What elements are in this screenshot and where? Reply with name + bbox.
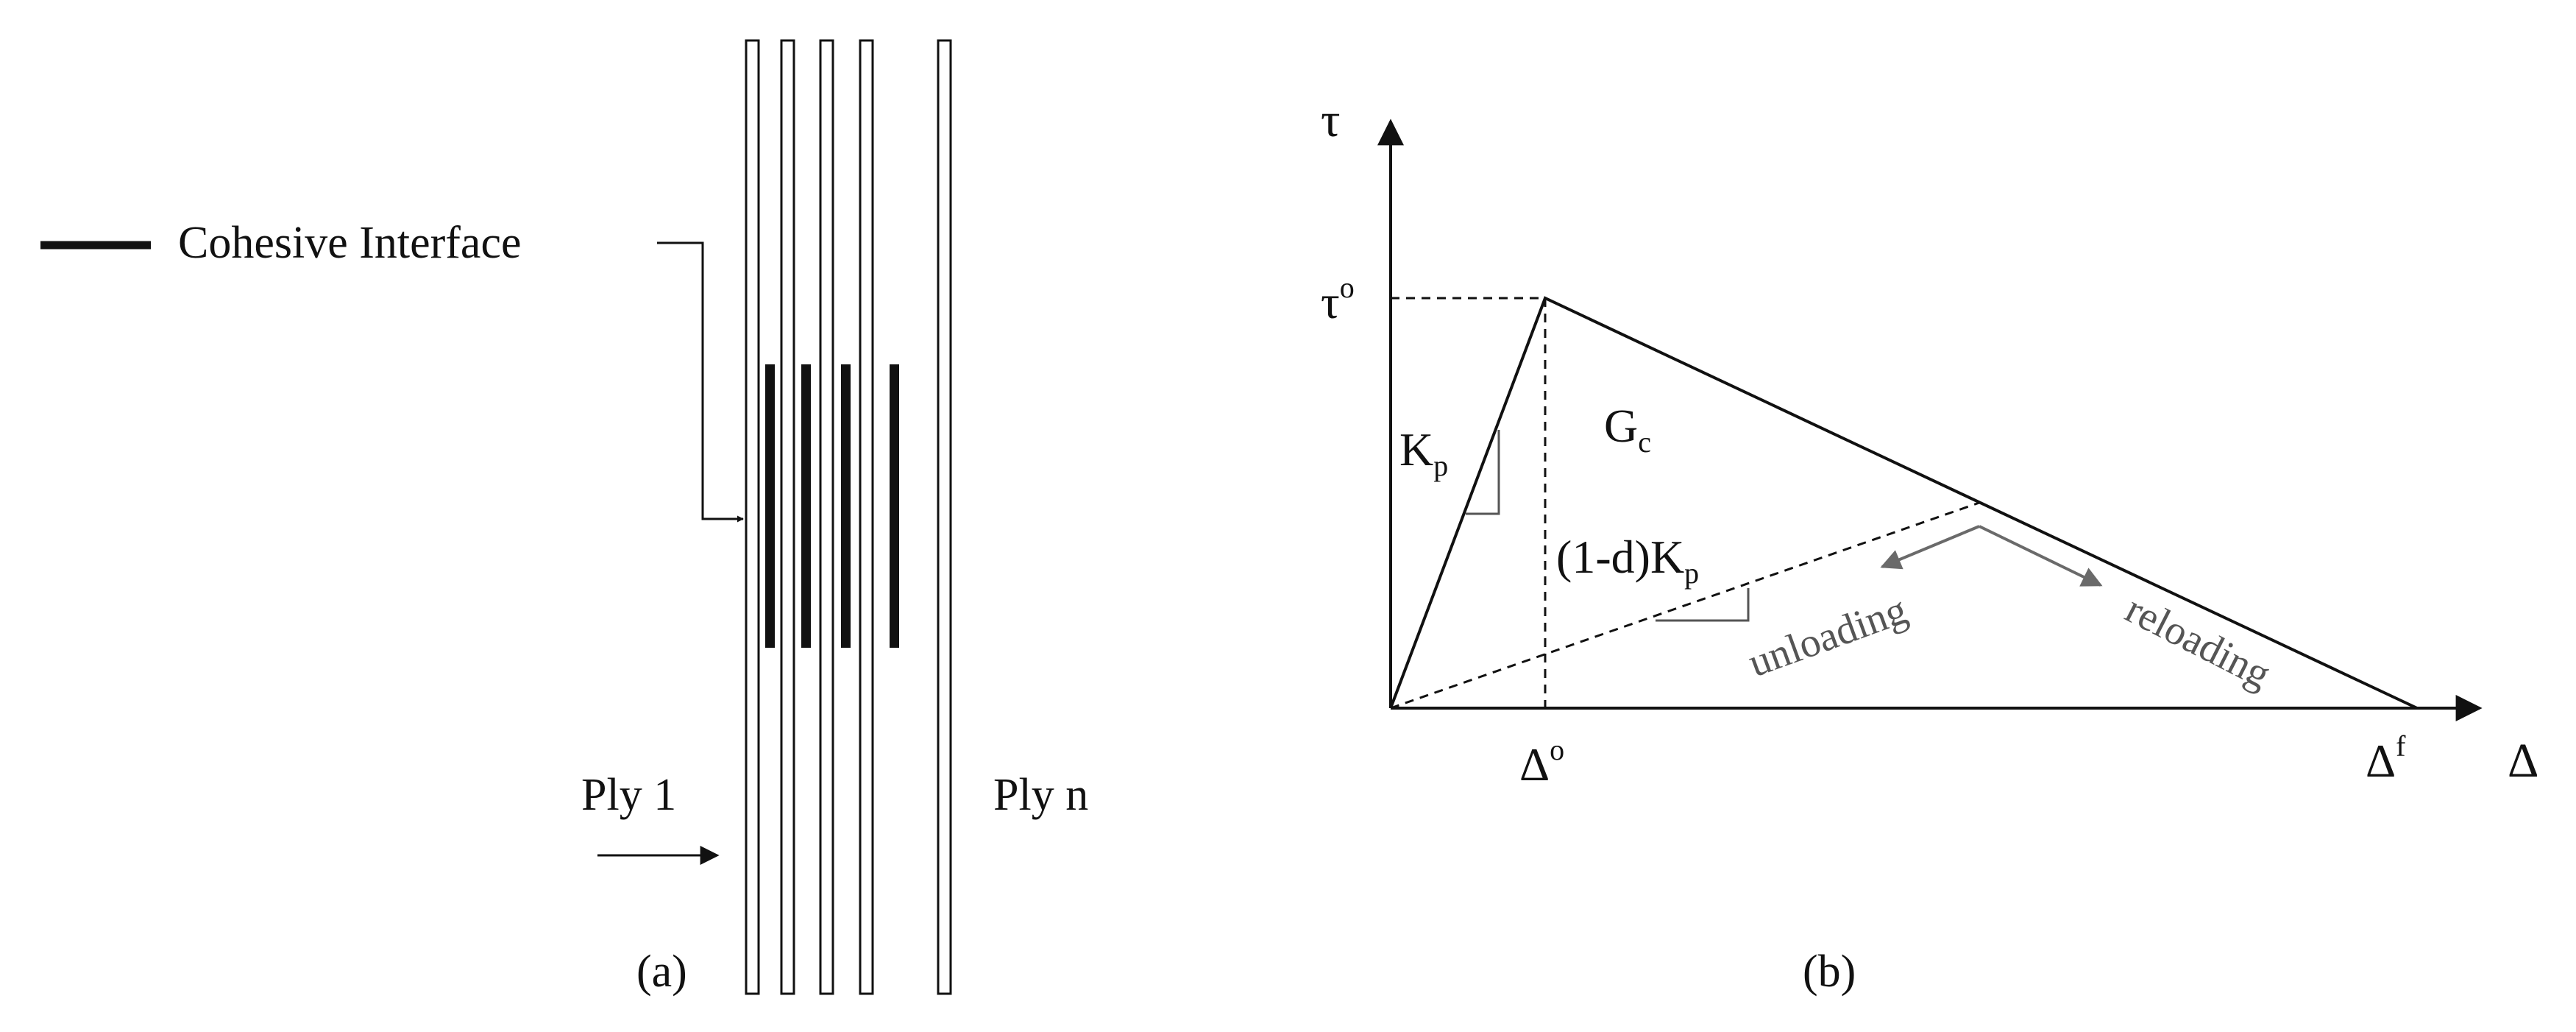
peak-traction-label: τo xyxy=(1321,271,1355,328)
cohesive-interface-1 xyxy=(765,364,775,648)
cohesive-interface-legend-label: Cohesive Interface xyxy=(178,218,521,268)
fracture-energy-label: Gc xyxy=(1604,400,1651,459)
ply-n xyxy=(937,39,952,995)
ply-1 xyxy=(745,39,760,995)
damaged-stiffness-label: (1-d)Kp xyxy=(1556,531,1699,590)
ply-stack xyxy=(745,39,952,995)
unloading-path xyxy=(1390,501,1980,710)
panel-b-caption: (b) xyxy=(1803,947,1856,997)
traction-separation-curve xyxy=(1389,296,2418,710)
cohesive-interface-2 xyxy=(801,364,811,648)
cohesive-interface-3 xyxy=(841,364,851,648)
panel-a: Cohesive Interface Ply 1 Ply n (a) xyxy=(40,39,1088,997)
reloading-arrow xyxy=(1979,525,2103,587)
cohesive-interface-4 xyxy=(890,364,899,648)
y-axis-label: τ xyxy=(1321,93,1341,147)
penalty-stiffness-label: Kp xyxy=(1399,423,1448,482)
reloading-label: reloading xyxy=(2118,586,2278,697)
penalty-stiffness-slope-triangle xyxy=(1466,430,1500,515)
damaged-stiffness-slope-triangle xyxy=(1656,588,1750,622)
cohesive-interfaces xyxy=(765,364,899,648)
unloading-arrow xyxy=(1880,525,1980,570)
ply-2 xyxy=(780,39,795,995)
ply-4 xyxy=(859,39,874,995)
interface-leader-arrow xyxy=(657,241,744,523)
onset-separation-label: Δo xyxy=(1519,733,1564,791)
panel-b: τ Δ unloading reloading τo Δo Δf Kp Gc (… xyxy=(1321,93,2538,997)
ply-3 xyxy=(819,39,834,995)
x-axis-label: Δ xyxy=(2508,734,2538,788)
panel-a-caption: (a) xyxy=(636,947,687,997)
ply-n-label: Ply n xyxy=(993,770,1088,820)
failure-separation-label: Δf xyxy=(2366,729,2406,787)
unloading-label: unloading xyxy=(1742,587,1913,686)
ply-1-label: Ply 1 xyxy=(581,770,676,820)
